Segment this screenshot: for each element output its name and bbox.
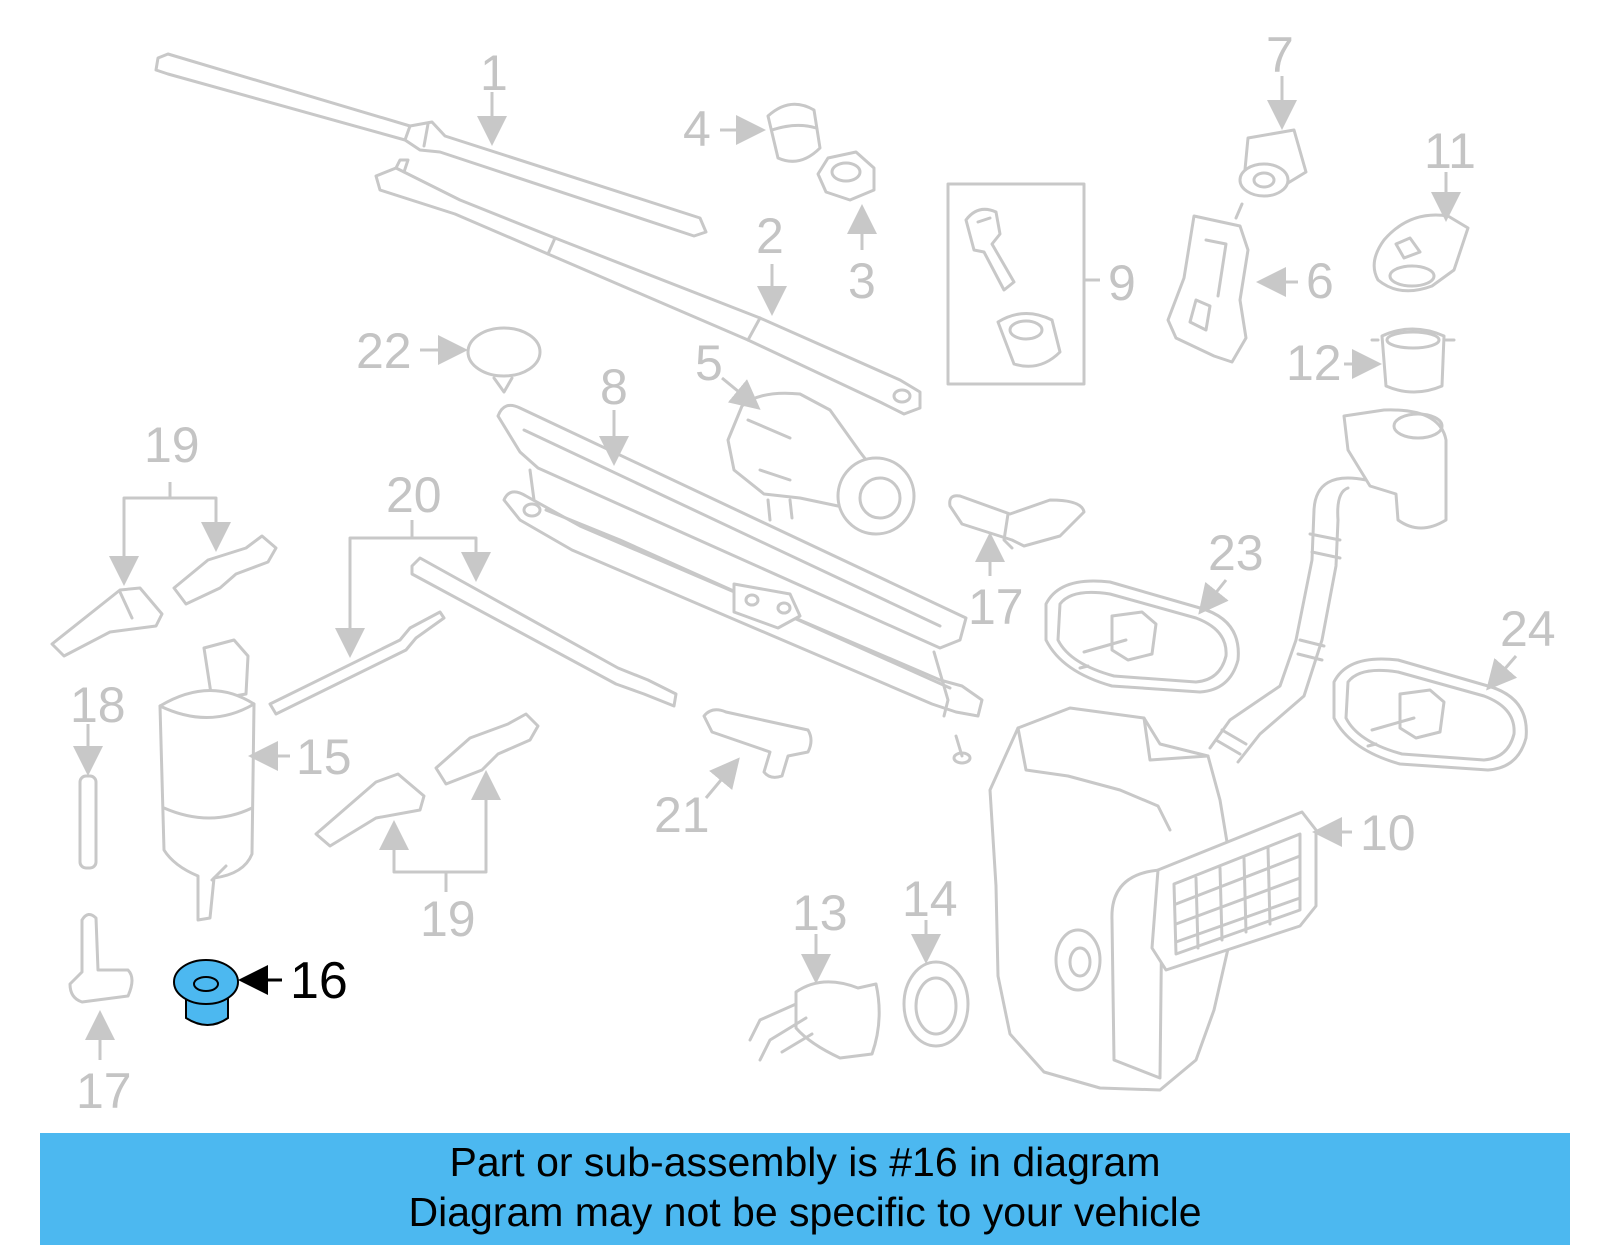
part-24-cover <box>1332 657 1528 772</box>
arrow-24 <box>1486 655 1518 691</box>
label-12: 12 <box>1286 335 1342 391</box>
label-3: 3 <box>848 253 876 309</box>
part-6-bracket <box>1166 202 1250 364</box>
part-4-cap <box>766 102 822 163</box>
part-12-filler-cap <box>1370 327 1456 394</box>
part-21-y-connector <box>702 708 813 779</box>
label-10: 10 <box>1360 805 1416 861</box>
part-22-push-clip <box>466 326 542 394</box>
label-5: 5 <box>695 335 723 391</box>
label-16: 16 <box>290 952 348 1010</box>
label-1: 1 <box>480 45 508 101</box>
label-4: 4 <box>683 101 711 157</box>
part-17-elbow-upper <box>948 494 1086 550</box>
label-13: 13 <box>792 885 848 941</box>
label-6: 6 <box>1306 253 1334 309</box>
arrow-23 <box>1198 579 1229 615</box>
part-15-washer-pump <box>158 638 256 922</box>
part-5-wiper-motor <box>726 391 916 536</box>
part-19-nozzles-upper <box>50 534 278 658</box>
part-20-rods <box>268 556 678 716</box>
part-8-wiper-linkage <box>496 403 984 765</box>
part-18-tube <box>78 774 98 870</box>
label-21: 21 <box>654 787 710 843</box>
label-14: 14 <box>902 871 958 927</box>
arrow-21 <box>704 757 740 799</box>
label-19-lower: 19 <box>420 891 476 947</box>
banner-line-1: Part or sub-assembly is #16 in diagram <box>449 1139 1161 1185</box>
label-24: 24 <box>1500 601 1556 657</box>
label-22: 22 <box>356 323 412 379</box>
label-23: 23 <box>1208 525 1264 581</box>
part-2-wiper-arm <box>374 158 922 416</box>
banner-line-2: Diagram may not be specific to your vehi… <box>408 1189 1202 1235</box>
label-2: 2 <box>756 208 784 264</box>
label-11: 11 <box>1424 123 1476 179</box>
part-3-nut <box>816 150 876 202</box>
part-17-t-connector-lower <box>68 913 134 1004</box>
label-18: 18 <box>70 677 126 733</box>
part-14-seal <box>902 960 970 1048</box>
part-23-cover <box>1044 579 1240 694</box>
bracket-19-upper <box>122 496 218 576</box>
label-19-upper: 19 <box>144 417 200 473</box>
part-19-nozzles-lower <box>314 712 540 848</box>
info-banner: Part or sub-assembly is #16 in diagram D… <box>40 1133 1570 1245</box>
filler-neck-hose <box>1208 408 1448 764</box>
label-15: 15 <box>296 729 352 785</box>
part-1-wiper-blade <box>154 52 708 238</box>
label-8: 8 <box>600 359 628 415</box>
label-17a: 17 <box>968 579 1024 635</box>
part-16-grommet-highlighted[interactable] <box>173 959 239 1026</box>
label-7: 7 <box>1266 27 1294 83</box>
label-9: 9 <box>1108 255 1136 311</box>
label-20: 20 <box>386 467 442 523</box>
arrow-5 <box>721 376 761 410</box>
part-9-kit-box <box>946 182 1086 386</box>
label-17b: 17 <box>76 1063 132 1119</box>
part-7-grommet <box>1238 128 1308 198</box>
part-10-reservoir <box>988 706 1318 1092</box>
part-13-connector <box>748 980 881 1062</box>
part-11-clip <box>1372 213 1470 293</box>
